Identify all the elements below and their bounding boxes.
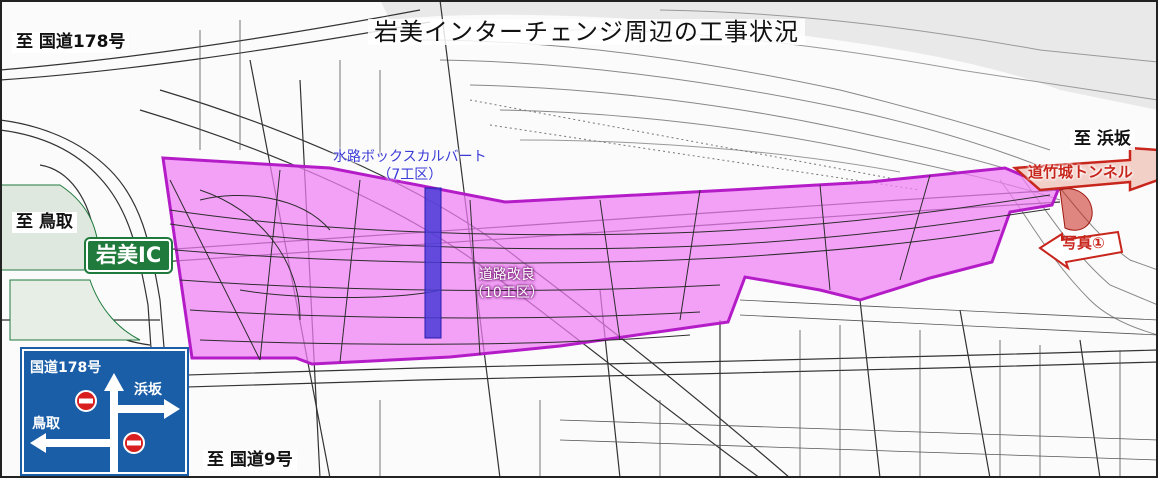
road-improvement-area (161, 156, 1060, 366)
map-title: 岩美インターチェンジ周辺の工事状況 (368, 19, 805, 45)
guide-sign-arrows (30, 373, 180, 472)
tunnel-marker (1011, 146, 1158, 192)
box-culvert-name: 水路ボックスカルバート (333, 149, 487, 165)
destination-tottori: 至 鳥取 (12, 212, 77, 233)
tunnel-label: 道竹城トンネル (1028, 163, 1133, 181)
box-culvert (424, 187, 442, 339)
photo-marker-label: 写真① (1062, 234, 1105, 252)
box-culvert-label: 水路ボックスカルバート （7工区） (333, 149, 487, 184)
tunnel-portal (1059, 188, 1093, 231)
destination-hamasaka: 至 浜坂 (1070, 129, 1135, 150)
guide-east-label: 浜坂 (134, 382, 162, 398)
photo-arrow (1038, 230, 1124, 271)
survey-lines (199, 20, 1158, 478)
interchange-badge: 岩美IC (86, 239, 172, 272)
guide-sign: 国道178号 浜坂 鳥取 (22, 349, 187, 474)
box-culvert-section: （7工区） (377, 166, 443, 183)
road-improvement-name: 道路改良 (478, 267, 535, 283)
guide-north-label: 国道178号 (30, 360, 102, 376)
road-improvement-label: 道路改良 （10工区） (470, 267, 544, 302)
destination-kokudo178: 至 国道178号 (12, 32, 130, 53)
guide-west-label: 鳥取 (32, 416, 60, 432)
destination-kokudo9: 至 国道9号 (203, 450, 297, 471)
road-improvement-section: （10工区） (470, 284, 544, 301)
